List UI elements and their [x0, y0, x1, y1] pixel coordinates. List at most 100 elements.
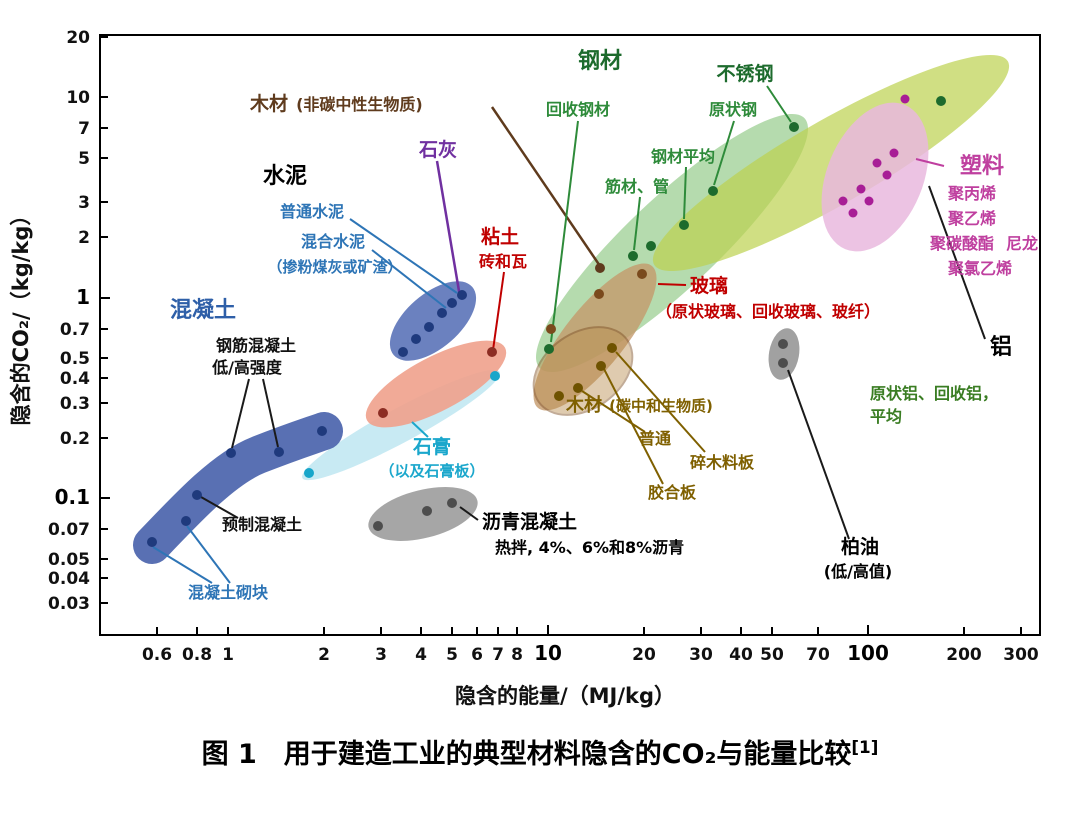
x-axis-title: 隐含的能量/（MJ/kg） — [455, 684, 675, 708]
bitumen-dots — [778, 339, 788, 368]
label-concrete-block: 混凝土砌块 — [188, 583, 269, 602]
label-recycled-steel: 回收钢材 — [546, 100, 610, 119]
leader-line-wood-non-neutral — [490, 106, 602, 267]
label-virgin-steel: 原状钢 — [709, 100, 757, 119]
x-tick-marks — [156, 625, 1022, 635]
label-wood-non-neutral: 木材 (非碳中性生物质) — [249, 92, 423, 115]
label-rebar-pipe: 筋材、管 — [604, 177, 669, 196]
leader-lines-black — [200, 185, 986, 540]
label-asphalt-note: 热拌, 4%、6%和8%沥青 — [495, 538, 684, 557]
label-wood-neutral: 木材 (碳中和生物质) — [565, 394, 713, 416]
caption-text: 图 1 用于建造工业的典型材料隐含的CO₂与能量比较 — [201, 739, 852, 770]
label-polyethylene: 聚乙烯 — [947, 209, 996, 228]
label-ordinary-cement: 普通水泥 — [280, 202, 344, 221]
leader-lines-blue — [152, 218, 458, 584]
label-blended-cement-note: （掺粉煤灰或矿渣） — [267, 258, 402, 276]
label-wood-ordinary: 普通 — [639, 429, 671, 448]
x-tick-30: 30 — [689, 645, 713, 665]
plastics-dots — [838, 94, 910, 218]
y-tick-0.1: 0.1 — [55, 485, 90, 509]
plastics-cluster — [821, 102, 929, 252]
leader-lines-olive — [581, 351, 706, 485]
label-polypropylene: 聚丙烯 — [947, 184, 996, 203]
x-tick-8: 8 — [511, 645, 523, 665]
label-plywood: 胶合板 — [648, 483, 697, 502]
label-wood-neutral-name: 木材 — [565, 394, 602, 416]
bitumen-cluster — [768, 328, 800, 380]
chart-canvas: 20 10 7 5 3 2 1 0.7 0.5 0.4 0.3 0.2 0.1 … — [9, 28, 1041, 708]
x-tick-70: 70 — [806, 645, 830, 665]
glass-dots — [546, 269, 647, 334]
y-tick-0.03: 0.03 — [48, 594, 90, 614]
label-gypsum: 石膏 — [412, 435, 451, 458]
label-blended-cement: 混合水泥 — [301, 232, 365, 251]
x-tick-20: 20 — [632, 645, 656, 665]
x-tick-40: 40 — [729, 645, 753, 665]
label-plastics: 塑料 — [960, 154, 1004, 179]
label-glass-note: （原状玻璃、回收玻璃、玻纤） — [656, 302, 880, 321]
x-tick-5: 5 — [446, 645, 458, 665]
y-tick-0.04: 0.04 — [48, 569, 90, 589]
wood-neutral-dots — [554, 343, 617, 401]
y-tick-10: 10 — [66, 88, 90, 108]
x-tick-4: 4 — [415, 645, 427, 665]
label-particle-board: 碎木料板 — [690, 453, 755, 472]
x-tick-50: 50 — [760, 645, 784, 665]
clay-cluster — [365, 340, 507, 428]
x-tick-300: 300 — [1003, 645, 1039, 665]
label-clay: 粘土 — [481, 226, 519, 248]
figure-caption: 图 1 用于建造工业的典型材料隐含的CO₂与能量比较[1] — [0, 732, 1080, 771]
label-lime: 石灰 — [418, 138, 457, 161]
x-tick-0.6: 0.6 — [142, 645, 172, 665]
y-tick-marks — [100, 36, 110, 604]
label-aluminum-note2: 平均 — [870, 407, 902, 426]
label-polycarbonate: 聚碳酸酯 — [929, 234, 994, 253]
label-wood-non-neutral-qualifier: (非碳中性生物质) — [296, 95, 423, 114]
cement-dots — [398, 290, 467, 357]
y-tick-0.5: 0.5 — [60, 349, 90, 369]
label-glass: 玻璃 — [690, 274, 728, 297]
label-steel-average: 钢材平均 — [651, 147, 715, 166]
concrete-cluster — [133, 412, 343, 564]
steel-dots — [544, 122, 799, 354]
leader-line-gypsum — [411, 421, 429, 438]
label-brick-tile: 砖和瓦 — [479, 252, 527, 271]
y-tick-2: 2 — [78, 228, 90, 248]
label-wood-neutral-qualifier: (碳中和生物质) — [609, 397, 713, 415]
material-labels: 钢材 回收钢材 不锈钢 原状钢 钢材平均 筋材、管 木材 (非碳中性生物质) 石… — [170, 48, 1038, 602]
label-steel: 钢材 — [578, 48, 622, 74]
y-tick-0.3: 0.3 — [60, 394, 90, 414]
x-tick-100: 100 — [847, 641, 889, 665]
x-tick-200: 200 — [946, 645, 982, 665]
x-tick-3: 3 — [375, 645, 387, 665]
y-tick-0.7: 0.7 — [60, 320, 90, 340]
glass-cluster — [533, 263, 657, 411]
label-wood-non-neutral-name: 木材 — [249, 92, 288, 115]
y-tick-3: 3 — [78, 193, 90, 213]
label-strength-range: 低/高强度 — [211, 358, 283, 377]
y-tick-7: 7 — [78, 119, 90, 139]
label-nylon: 尼龙 — [1006, 234, 1038, 253]
leader-lines-red — [492, 271, 687, 351]
label-bitumen: 柏油 — [841, 535, 879, 558]
label-stainless-steel: 不锈钢 — [716, 63, 773, 85]
wood-non-neutral-dot — [595, 263, 605, 273]
label-aluminum: 铝 — [990, 334, 1012, 360]
x-tick-labels: 0.6 0.8 1 2 3 4 5 6 7 8 10 20 30 40 50 7… — [142, 641, 1039, 665]
clay-dots — [378, 347, 497, 418]
y-tick-20: 20 — [66, 28, 90, 48]
label-aluminum-note1: 原状铝、回收铝， — [870, 384, 998, 403]
label-asphalt-concrete: 沥青混凝土 — [482, 510, 577, 533]
x-tick-10: 10 — [534, 641, 562, 665]
x-tick-1: 1 — [222, 645, 234, 665]
x-tick-2: 2 — [318, 645, 330, 665]
x-tick-6: 6 — [471, 645, 483, 665]
y-tick-1: 1 — [76, 285, 90, 309]
y-tick-0.2: 0.2 — [60, 429, 90, 449]
label-gypsum-note: （以及石膏板） — [379, 462, 484, 480]
label-concrete: 混凝土 — [170, 297, 236, 323]
asphalt-dots — [373, 498, 457, 531]
leader-line-lime — [435, 160, 462, 298]
y-tick-labels: 20 10 7 5 3 2 1 0.7 0.5 0.4 0.3 0.2 0.1 … — [48, 28, 90, 614]
